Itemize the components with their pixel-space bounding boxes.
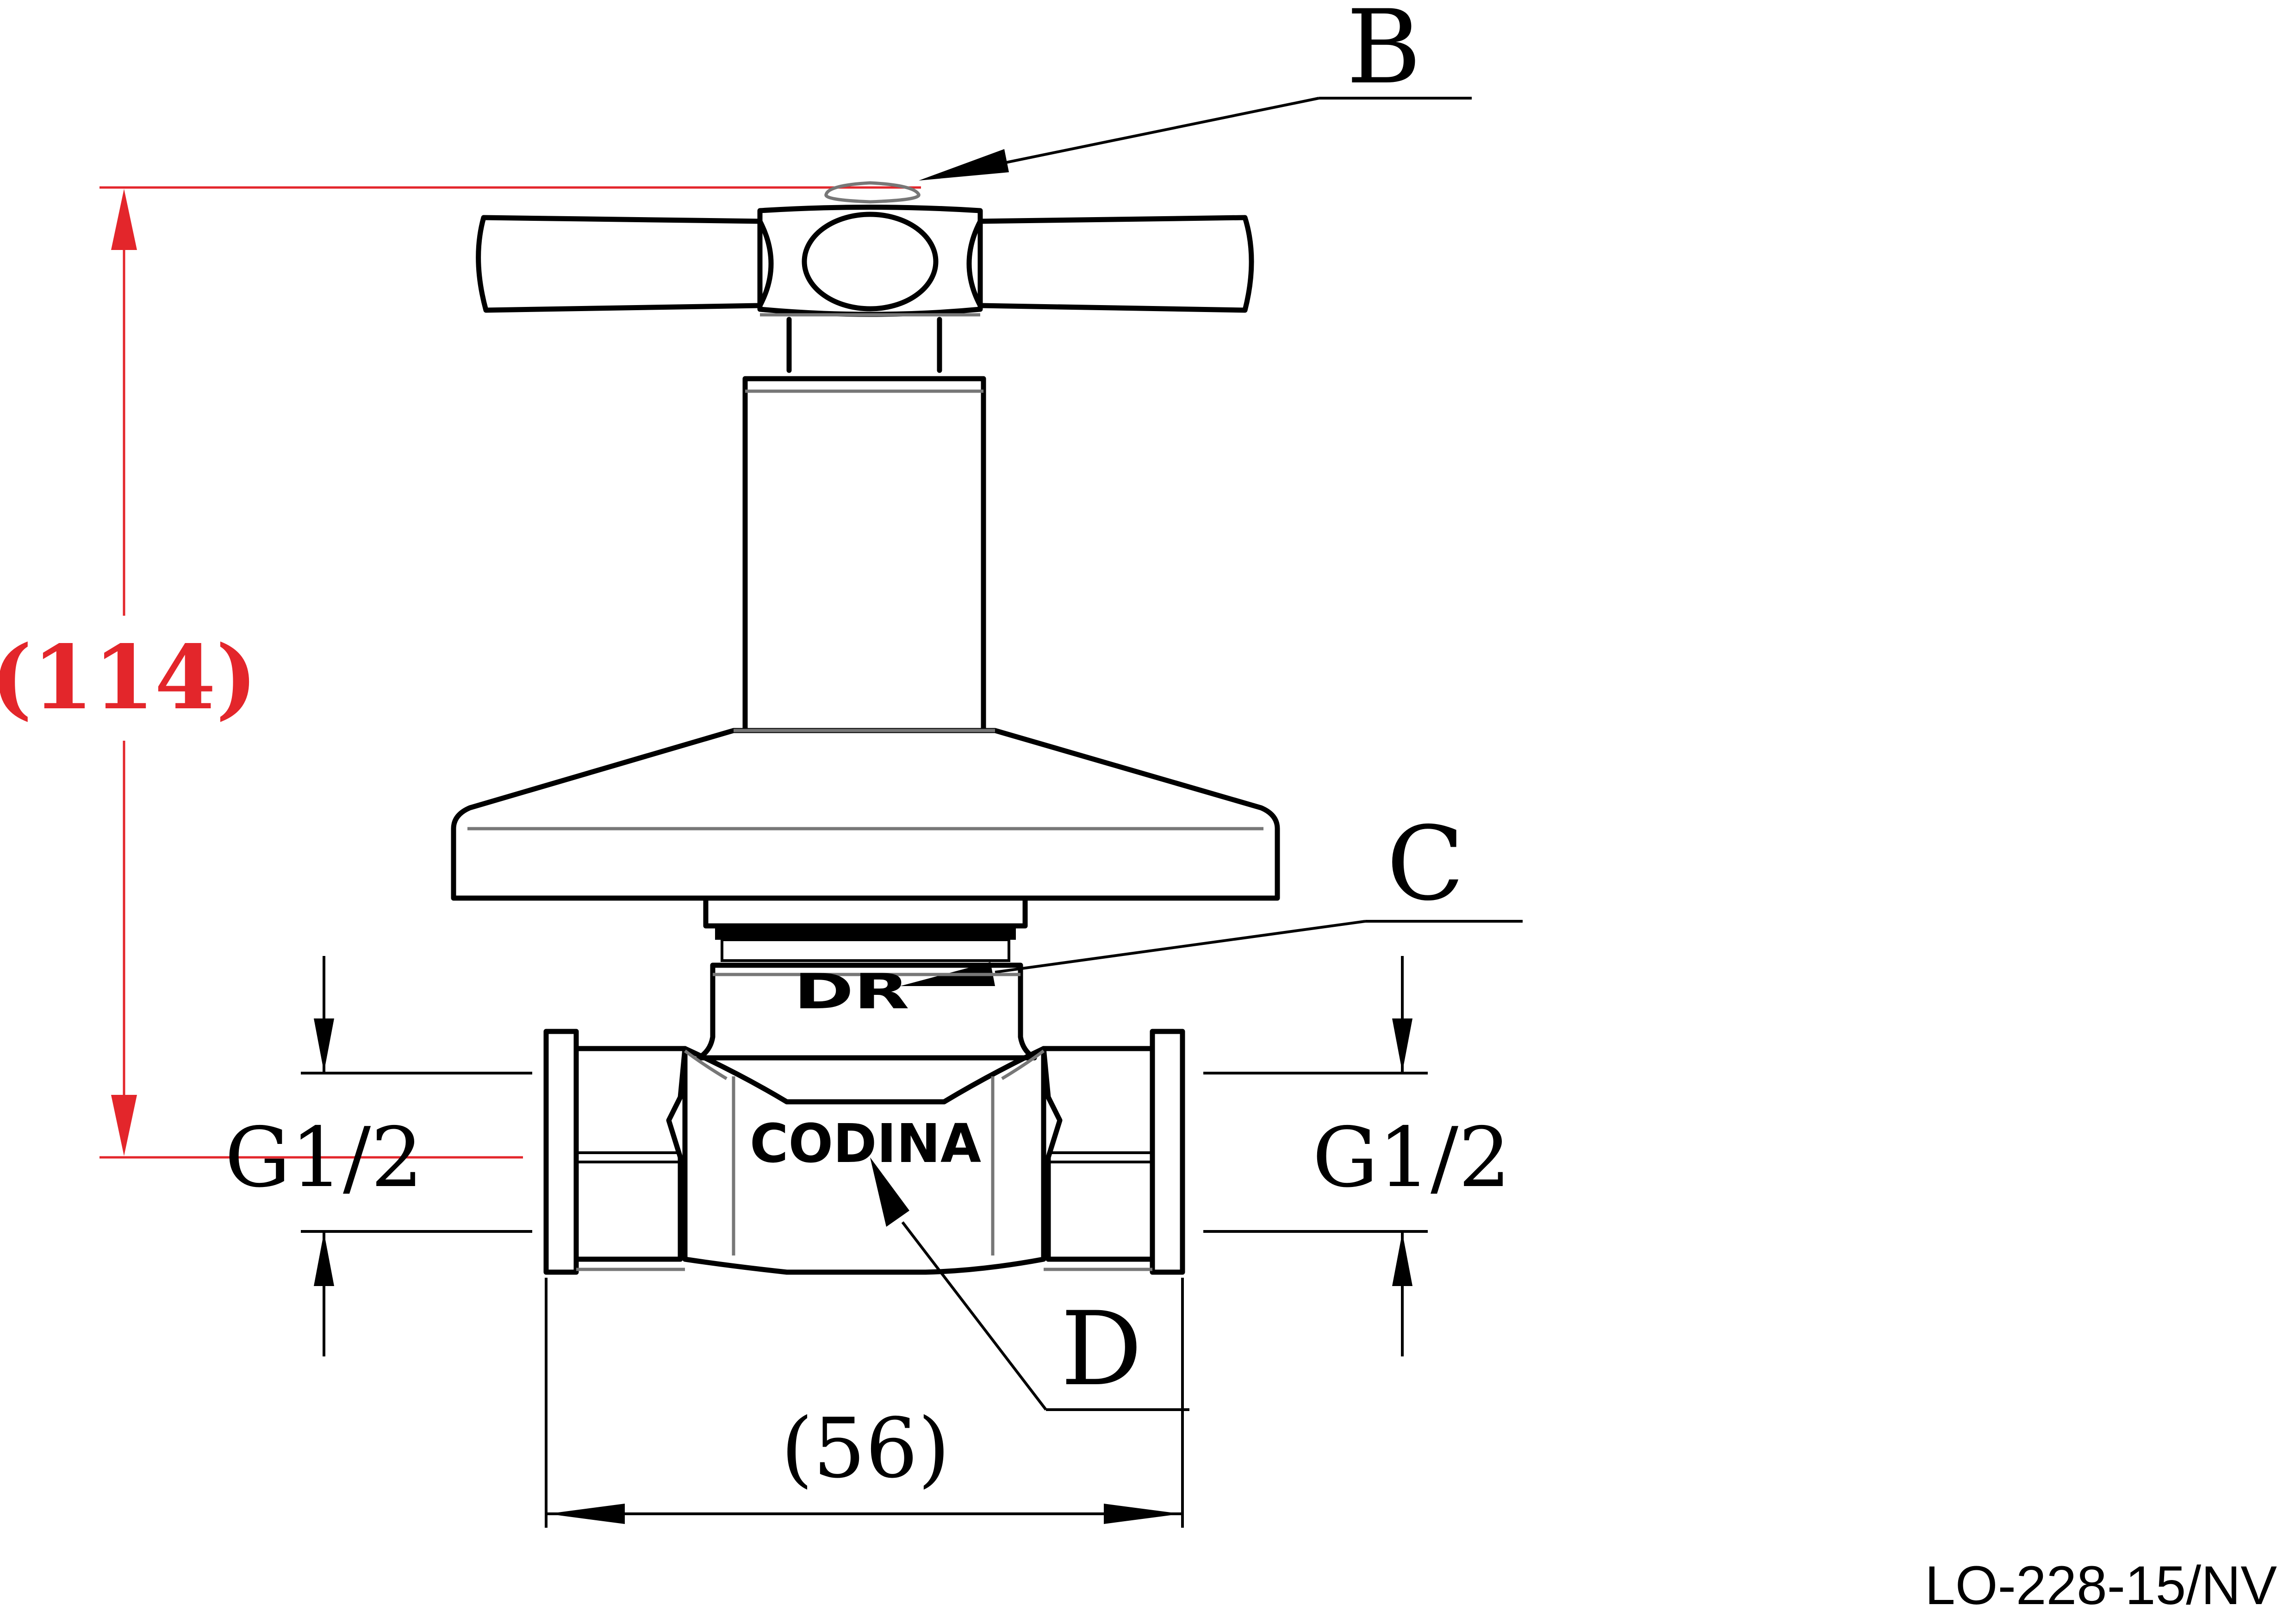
callout-b: B — [919, 0, 1472, 181]
width-arrow-left — [548, 1504, 625, 1524]
height-dimension: (114) — [0, 186, 921, 1159]
callout-d-label: D — [1061, 1290, 1142, 1408]
thread-right-arrow-bottom — [1392, 1232, 1412, 1286]
callout-b-arrowhead — [919, 149, 1009, 181]
width-dimension: (56) — [545, 1278, 1184, 1528]
valve-body: CODINA — [543, 1029, 1185, 1275]
bonnet-logo: DR — [794, 963, 909, 1020]
height-arrow-top — [111, 189, 137, 250]
rosette-outline — [451, 728, 1280, 901]
handle-hub-oval — [802, 212, 939, 312]
bonnet-washer — [721, 938, 1010, 962]
callout-c: C — [900, 805, 1523, 986]
thread-dimension-right: G1/2 — [1203, 956, 1511, 1356]
thread-left-arrow-bottom — [314, 1232, 334, 1286]
body-center — [682, 1046, 1046, 1275]
handle-arm-right — [966, 215, 1254, 313]
width-dimension-label: (56) — [781, 1400, 950, 1496]
callout-c-label: C — [1387, 805, 1464, 923]
callout-c-leader — [995, 920, 1366, 974]
thread-right-label: G1/2 — [1313, 1110, 1511, 1206]
drawing-code: LO-228-15/NV — [1925, 1555, 2277, 1616]
thread-right-arrow-top — [1392, 1018, 1412, 1072]
cross-handle — [476, 181, 1254, 373]
width-arrow-right — [1104, 1504, 1181, 1524]
thread-left-arrow-top — [314, 1018, 334, 1072]
left-port-flange — [543, 1029, 579, 1275]
stem-sleeve — [742, 376, 986, 733]
callout-d-leader — [901, 1221, 1047, 1411]
callout-d: D — [870, 1157, 1189, 1411]
right-port-flange — [1150, 1029, 1185, 1275]
handle-hub — [757, 205, 983, 317]
stem-sleeve-body — [742, 376, 986, 733]
callout-b-label: B — [1346, 0, 1421, 106]
callout-d-arrowhead — [870, 1157, 909, 1227]
bonnet-collar — [703, 895, 1028, 929]
escutcheon-rosette — [451, 728, 1280, 901]
body-shoulder-right — [1001, 1049, 1045, 1081]
thread-left-label: G1/2 — [225, 1110, 423, 1206]
height-dimension-label: (114) — [0, 626, 257, 729]
handle-top-cap — [824, 181, 921, 204]
bonnet-thread — [715, 928, 1016, 940]
handle-arm-left — [476, 215, 774, 313]
body-logo: CODINA — [750, 1113, 981, 1175]
body-shoulder-left — [684, 1049, 728, 1081]
height-arrow-bottom — [111, 1095, 137, 1156]
thread-dimension-left: G1/2 — [225, 956, 532, 1356]
callout-b-leader — [985, 97, 1319, 168]
